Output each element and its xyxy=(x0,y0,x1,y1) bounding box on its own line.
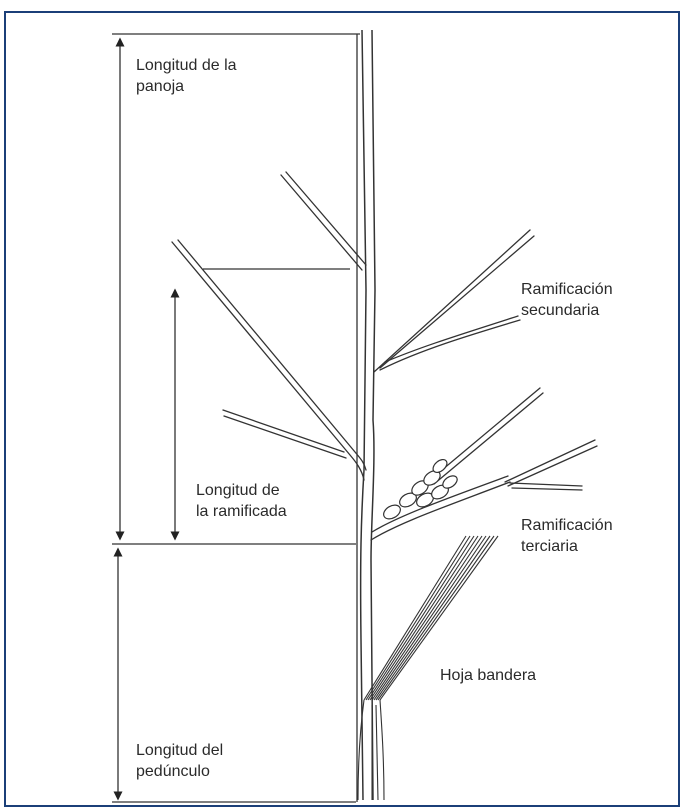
upper-left-branch xyxy=(281,172,366,270)
panicle-length-label-line1: Longitud de la xyxy=(136,55,237,76)
secondary-branch-label-line1: Ramificación xyxy=(521,279,613,300)
peduncle-length-label: Longitud del pedúnculo xyxy=(136,740,223,782)
branch-length-label-line2: la ramificada xyxy=(196,501,287,522)
measurement-guides xyxy=(112,34,360,802)
stem-left-edge xyxy=(361,30,366,800)
tertiary-branch-label-line2: terciaria xyxy=(521,536,613,557)
tertiary-branch-tip xyxy=(510,483,582,490)
flag-leaf-label-text: Hoja bandera xyxy=(440,665,536,686)
short-left-branch xyxy=(223,410,346,458)
spikelet-cluster xyxy=(381,457,459,522)
panicle-length-label: Longitud de la panoja xyxy=(136,55,237,97)
main-stem xyxy=(361,30,375,800)
peduncle-length-label-line2: pedúnculo xyxy=(136,761,223,782)
secondary-branch-upper xyxy=(374,230,534,372)
branch-length-label-line1: Longitud de xyxy=(196,480,287,501)
secondary-branch-label-line2: secundaria xyxy=(521,300,613,321)
peduncle-length-label-line1: Longitud del xyxy=(136,740,223,761)
long-left-branch xyxy=(172,240,366,480)
branch-length-label: Longitud de la ramificada xyxy=(196,480,287,522)
secondary-branch-lower xyxy=(380,316,520,370)
tertiary-branch-label: Ramificación terciaria xyxy=(521,515,613,557)
tertiary-branch-right xyxy=(505,440,597,486)
secondary-branch-label: Ramificación secundaria xyxy=(521,279,613,321)
tertiary-branch-label-line1: Ramificación xyxy=(521,515,613,536)
flag-leaf-label: Hoja bandera xyxy=(440,665,536,686)
panicle-length-label-line2: panoja xyxy=(136,76,237,97)
tertiary-branch-upper xyxy=(430,388,543,484)
